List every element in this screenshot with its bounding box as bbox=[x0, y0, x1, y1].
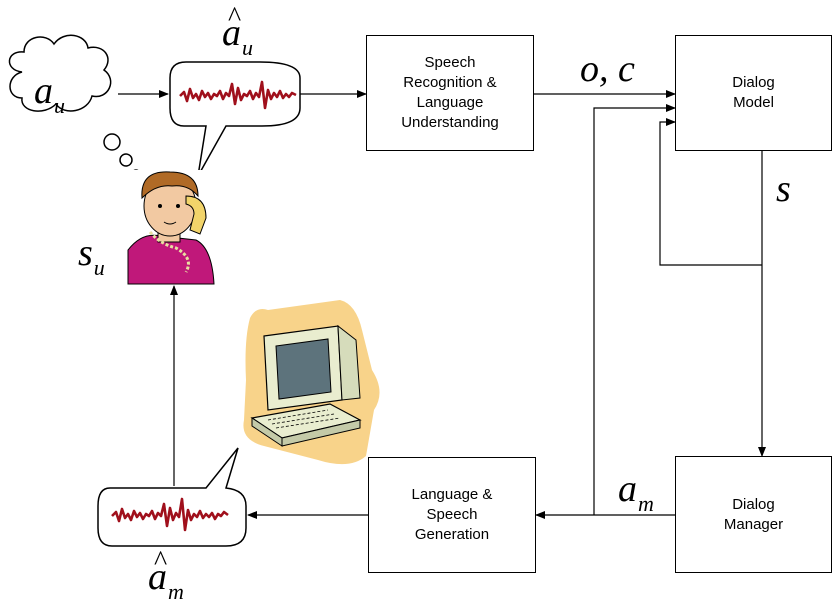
dialog-model-line-1: Dialog bbox=[732, 74, 775, 91]
user-state-symbol: su bbox=[78, 232, 105, 280]
dialog-model-box: Dialog Model bbox=[675, 35, 832, 151]
asr-line-3: Language bbox=[416, 94, 484, 111]
dialog-manager-box: Dialog Manager bbox=[675, 456, 832, 573]
machine-speech-bubble-icon bbox=[97, 447, 247, 547]
machine-action-hat-symbol: ^ am bbox=[148, 546, 184, 604]
machine-action-symbol: am bbox=[618, 468, 654, 516]
asr-line-2: Recognition & bbox=[403, 74, 497, 91]
speech-recognition-box: Speech Recognition & Language Understand… bbox=[366, 35, 534, 151]
dialog-model-line-2: Model bbox=[733, 94, 774, 111]
state-symbol: s bbox=[776, 168, 791, 210]
generation-line-1: Language & bbox=[411, 486, 493, 503]
thought-cloud-icon bbox=[8, 34, 141, 179]
asr-line-1: Speech bbox=[424, 54, 476, 71]
asr-line-4: Understanding bbox=[401, 114, 499, 131]
user-action-hat-symbol: ^ au bbox=[222, 2, 253, 60]
user-waveform-icon bbox=[179, 80, 297, 110]
user-action-symbol: au bbox=[34, 70, 65, 118]
desktop-computer-icon bbox=[243, 300, 380, 465]
generation-line-3: Generation bbox=[414, 526, 490, 543]
action-feedback-loop bbox=[593, 104, 676, 515]
state-feedback-loop bbox=[659, 118, 762, 266]
machine-waveform-icon bbox=[111, 497, 229, 532]
language-generation-box: Language & Speech Generation bbox=[368, 457, 536, 573]
generation-line-2: Speech bbox=[426, 506, 478, 523]
user-speech-bubble-icon bbox=[169, 61, 301, 177]
dialog-manager-line-2: Manager bbox=[723, 515, 784, 533]
dialog-manager-line-1: Dialog bbox=[732, 495, 775, 513]
observation-symbol: o, c bbox=[580, 48, 635, 90]
person-on-phone-icon bbox=[127, 170, 215, 285]
